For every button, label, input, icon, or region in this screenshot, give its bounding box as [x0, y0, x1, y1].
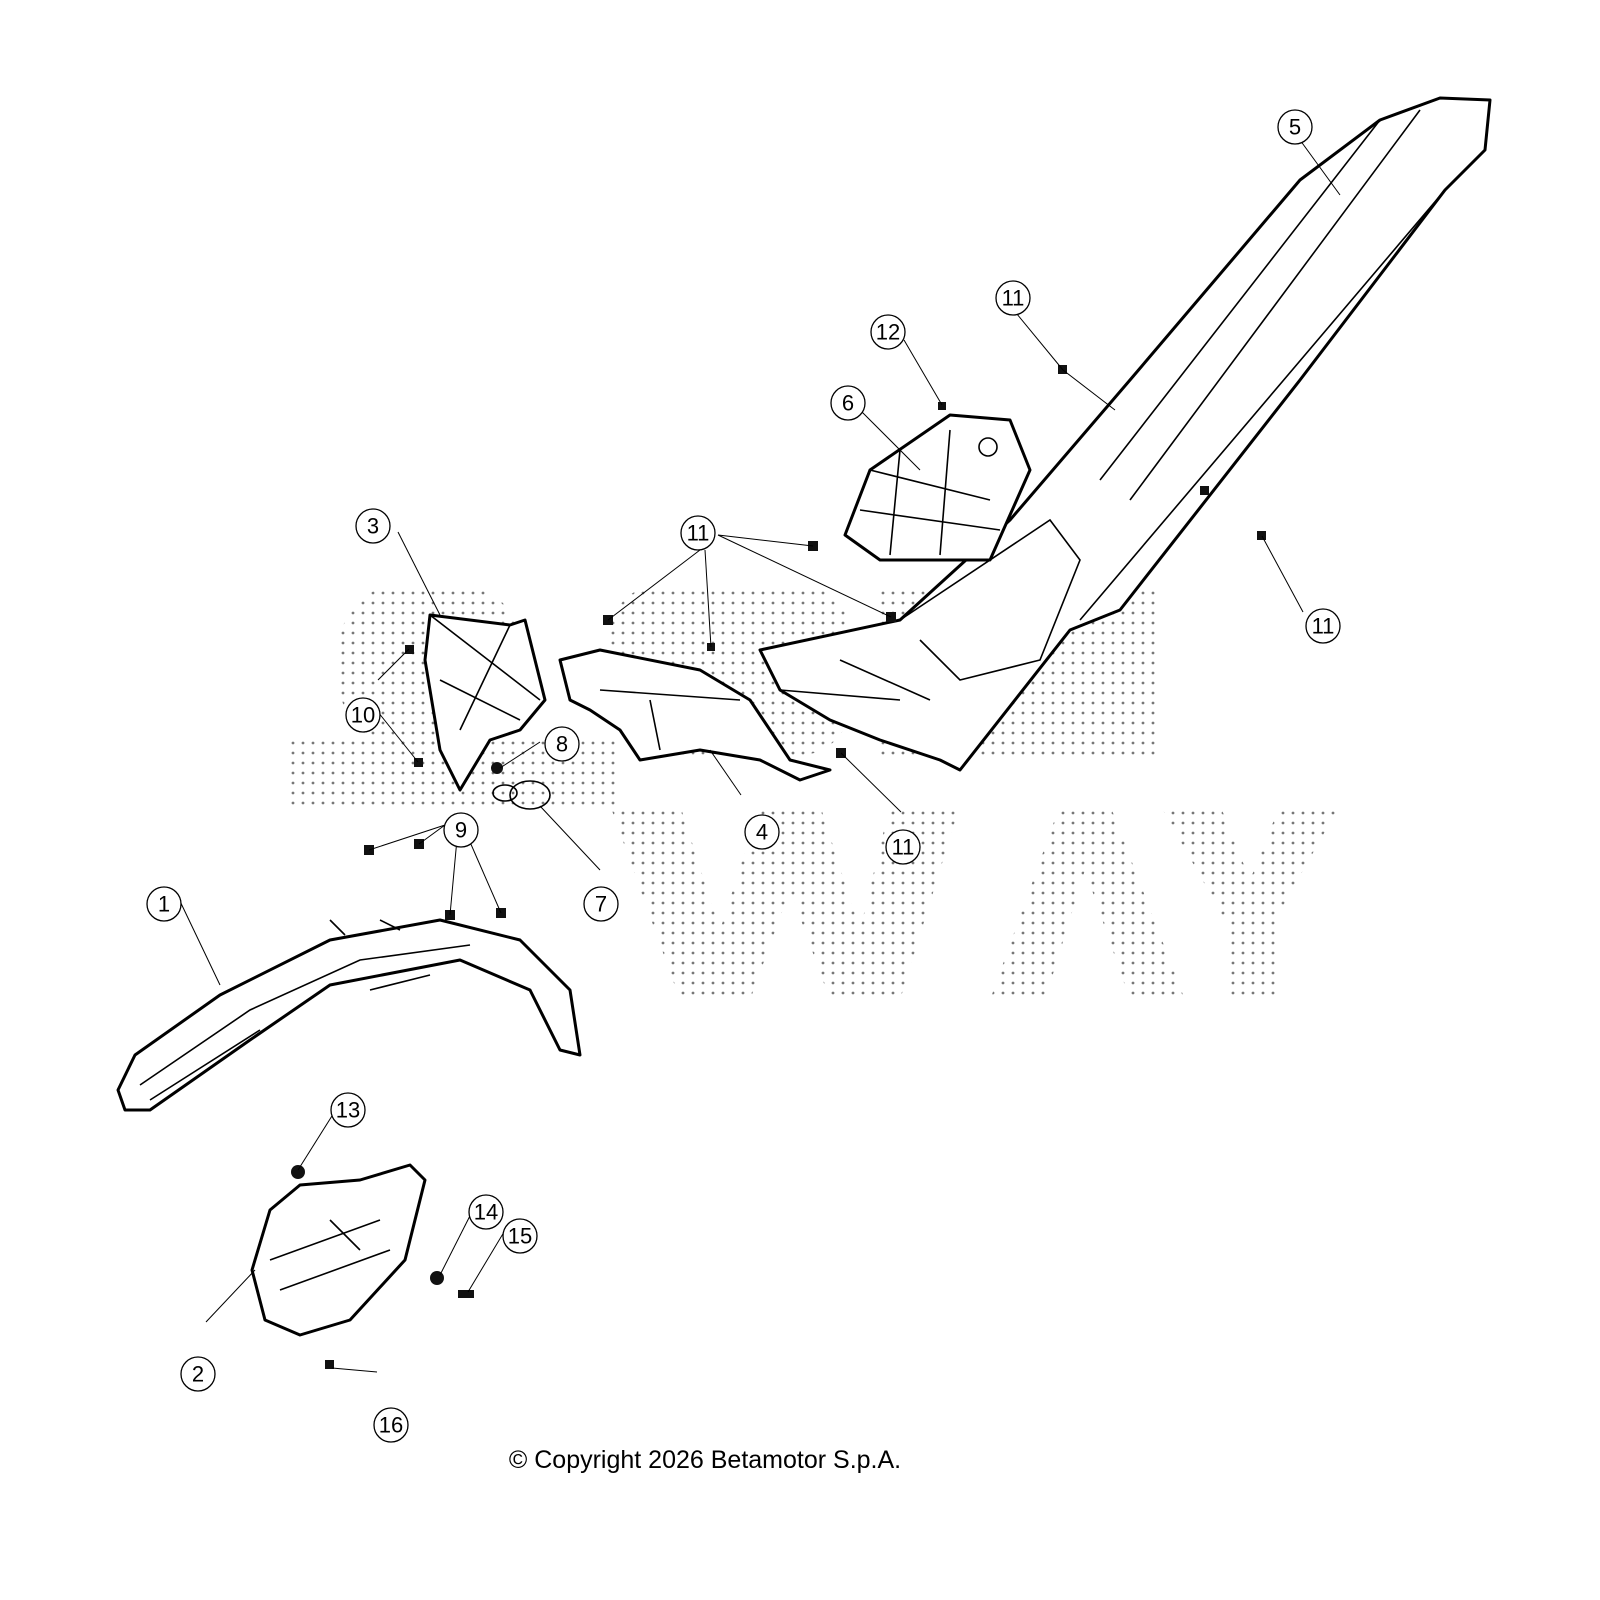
svg-text:11: 11: [1002, 286, 1025, 311]
callout-15: 15: [502, 1218, 538, 1254]
svg-text:3: 3: [367, 514, 379, 539]
svg-text:2: 2: [192, 1362, 204, 1387]
part-7-clamp: [492, 780, 551, 810]
callout-2: 2: [180, 1356, 216, 1392]
callout-1: 1: [146, 886, 182, 922]
callout-6: 6: [830, 385, 866, 421]
part-3-headlight-mask: [423, 613, 547, 792]
part-5-rear-frame: [758, 96, 1492, 772]
part-4-side-cover: [558, 648, 832, 782]
callout-3: 3: [355, 508, 391, 544]
callout-8: 8: [544, 726, 580, 762]
callout-11-center: 11: [680, 515, 716, 551]
leader-lines: [177, 139, 1341, 1373]
svg-text:11: 11: [1312, 614, 1335, 639]
callout-11-lower: 11: [885, 829, 921, 865]
part-6-number-plate: [843, 413, 1032, 562]
svg-text:8: 8: [556, 732, 568, 757]
svg-text:13: 13: [336, 1098, 360, 1123]
callout-10: 10: [345, 697, 381, 733]
callout-9: 9: [443, 812, 479, 848]
svg-text:6: 6: [842, 391, 854, 416]
svg-text:11: 11: [892, 835, 915, 860]
svg-text:9: 9: [455, 818, 467, 843]
callout-11-right: 11: [1305, 608, 1341, 644]
callout-11-top: 11: [995, 280, 1031, 316]
svg-text:4: 4: [756, 820, 768, 845]
svg-text:7: 7: [595, 892, 607, 917]
callout-7: 7: [583, 886, 619, 922]
callout-14: 14: [468, 1194, 504, 1230]
callout-16: 16: [373, 1407, 409, 1443]
svg-text:15: 15: [508, 1224, 532, 1249]
svg-text:11: 11: [687, 521, 710, 546]
svg-text:14: 14: [474, 1200, 498, 1225]
callout-4: 4: [744, 814, 780, 850]
part-2-rear-mudguard: [250, 1163, 427, 1337]
svg-text:12: 12: [876, 320, 900, 345]
callout-13: 13: [330, 1092, 366, 1128]
svg-text:5: 5: [1289, 115, 1301, 140]
callout-5: 5: [1277, 109, 1313, 145]
svg-text:10: 10: [351, 703, 375, 728]
copyright-notice: © Copyright 2026 Betamotor S.p.A.: [508, 1446, 902, 1474]
part-1-front-fender: [116, 918, 582, 1112]
svg-text:1: 1: [158, 892, 170, 917]
svg-text:16: 16: [379, 1413, 403, 1438]
callout-12: 12: [870, 314, 906, 350]
